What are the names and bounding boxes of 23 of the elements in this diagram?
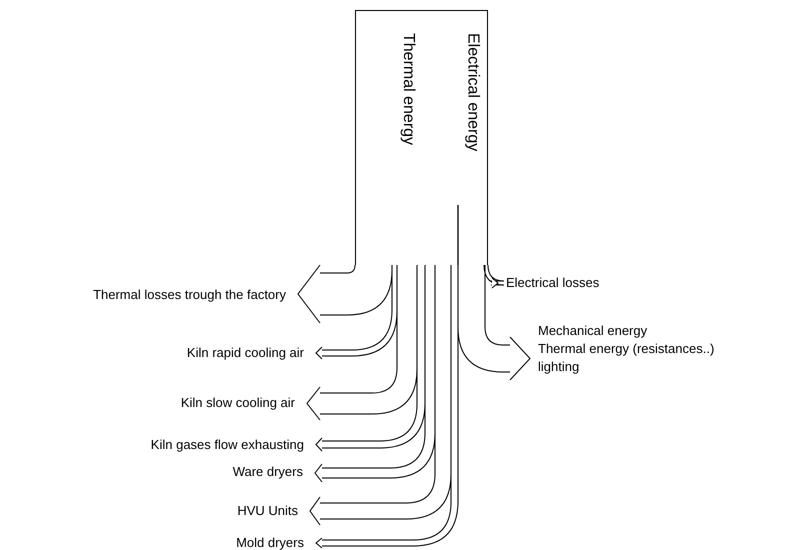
sankey-flow-arrow [316, 264, 398, 360]
output-text: Kiln rapid cooling air [186, 344, 304, 362]
energy-source-band [458, 10, 488, 265]
output-text: Mold dryers [236, 534, 304, 550]
band-label: Thermal energy [400, 33, 416, 146]
sankey-flow-arrow [314, 264, 436, 482]
output-text: Kiln gases flow exhausting [150, 436, 304, 454]
sankey-flow-arrow [316, 264, 458, 548]
output-text: Mechanical energy [538, 322, 648, 340]
energy-source-band [355, 10, 458, 265]
sankey-flow-arrow [316, 264, 426, 452]
sankey-flow-arrow [458, 264, 530, 380]
output-text: lighting [538, 358, 580, 376]
output-text: Ware dryers [232, 463, 303, 481]
sankey-flow-arrow [310, 264, 452, 526]
output-text: Thermal losses trough the factory [93, 286, 286, 304]
output-text: Thermal energy (resistances..) [538, 340, 714, 358]
output-text: HVU Units [237, 502, 298, 520]
output-text: Kiln slow cooling air [180, 394, 295, 412]
output-text: Electrical losses [506, 274, 600, 292]
sankey-flow-arrow [306, 264, 418, 420]
sankey-flow-arrow [484, 264, 504, 288]
band-label: Electrical energy [464, 33, 480, 152]
